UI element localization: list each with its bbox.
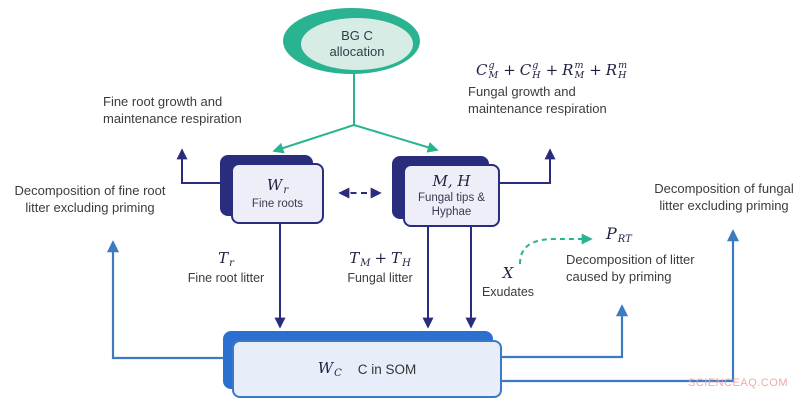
fungal-respiration-line2: maintenance respiration: [468, 100, 607, 116]
fungal-litter-label: TM+TH Fungal litter: [330, 249, 430, 286]
arrow-exudates-priming: [519, 233, 593, 265]
fungal-label-line2: Hyphae: [431, 205, 472, 218]
math-operator: +: [374, 249, 388, 267]
math-subscript: C: [334, 368, 342, 379]
arrow-som-decomposition-fungal: [500, 229, 740, 383]
root-respiration-line2: maintenance respiration: [103, 110, 242, 126]
math-operator: +: [545, 61, 559, 80]
math-term: R: [605, 61, 618, 80]
arrow-fungal-respiration: [496, 148, 556, 184]
priming-label: Decomposition of litter caused by primin…: [566, 252, 726, 286]
root-litter-label: Tr Fine root litter: [176, 249, 276, 286]
fungal-symbol: M, H: [432, 172, 471, 191]
root-respiration-line1: Fine root growth and: [103, 94, 223, 109]
priming-symbol: PRT: [606, 224, 666, 246]
som-symbol: WC: [318, 359, 342, 379]
exudates-symbol: X: [502, 264, 514, 282]
decomposition-fungal-line1: Decomposition of fungal: [654, 181, 794, 196]
math-subscript: H: [402, 258, 411, 269]
fine-roots-symbol: Wr: [267, 176, 288, 196]
math-subscript: H: [618, 69, 627, 81]
decomposition-fungal-line2: litter excluding priming: [659, 197, 789, 213]
fine-roots-box: Wr Fine roots: [231, 163, 324, 224]
math-subscript: M: [488, 69, 499, 81]
math-superscript: g: [488, 60, 495, 71]
fungal-litter-symbol: TM+TH: [349, 249, 411, 269]
fungal-label-line1: Fungal tips &: [417, 192, 486, 205]
math-term: W: [266, 175, 283, 194]
priming-line1: Decomposition of litter: [566, 252, 695, 267]
math-superscript: g: [532, 60, 539, 71]
math-term: P: [606, 224, 617, 243]
som-label: C in SOM: [357, 361, 417, 377]
bg-c-allocation-node: BG C allocation: [283, 8, 420, 74]
math-operator: +: [503, 61, 516, 80]
math-subscript: r: [229, 258, 234, 269]
fungal-box: M, H Fungal tips & Hyphae: [403, 164, 500, 227]
math-term: C: [476, 61, 488, 80]
exudates-label: X Exudates: [468, 264, 548, 300]
math-term: T: [391, 249, 402, 267]
priming-line2: caused by priming: [566, 268, 672, 284]
fungal-respiration-line1: Fungal growth and: [468, 83, 576, 99]
root-litter-symbol: Tr: [218, 249, 234, 269]
allocation-line1: BG C: [341, 27, 373, 43]
math-subscript: H: [532, 69, 541, 81]
decomposition-root-label: Decomposition of fine root litter exclud…: [0, 183, 180, 217]
math-subscript: M: [360, 258, 371, 269]
arrow-root-respiration: [176, 148, 222, 184]
root-litter-text: Fine root litter: [187, 271, 265, 285]
watermark: SCIENCEAQ.COM: [688, 377, 789, 389]
math-subscript: M: [574, 69, 585, 81]
fungal-litter-text: Fungal litter: [347, 271, 413, 285]
arrow-allocation-to-fungal: [353, 124, 439, 153]
som-box: WC C in SOM: [232, 340, 502, 398]
decomposition-root-line2: litter excluding priming: [25, 199, 155, 215]
decomposition-root-line1: Decomposition of fine root: [14, 183, 166, 198]
math-term: R: [562, 61, 574, 80]
math-term: C: [519, 61, 532, 80]
arrow-som-decomposition-priming: [500, 304, 629, 359]
allocation-line2: allocation: [329, 44, 385, 59]
arrow-som-decomposition-root: [106, 240, 231, 360]
decomposition-fungal-label: Decomposition of fungal litter excluding…: [636, 181, 800, 215]
math-term: W: [317, 359, 334, 377]
math-operator: +: [589, 61, 602, 80]
math-superscript: m: [618, 60, 628, 71]
math-term: T: [349, 249, 360, 267]
fine-roots-label: Fine roots: [251, 197, 304, 210]
math-superscript: m: [574, 60, 584, 71]
math-subscript: r: [283, 184, 289, 196]
math-subscript: RT: [617, 234, 632, 245]
root-respiration-label: Fine root growth and maintenance respira…: [103, 94, 275, 128]
exudates-text: Exudates: [481, 284, 535, 299]
bg-c-allocation-inner: BG C allocation: [301, 18, 413, 70]
arrow-allocation-to-fine-roots: [272, 124, 355, 154]
math-term: T: [218, 249, 229, 267]
